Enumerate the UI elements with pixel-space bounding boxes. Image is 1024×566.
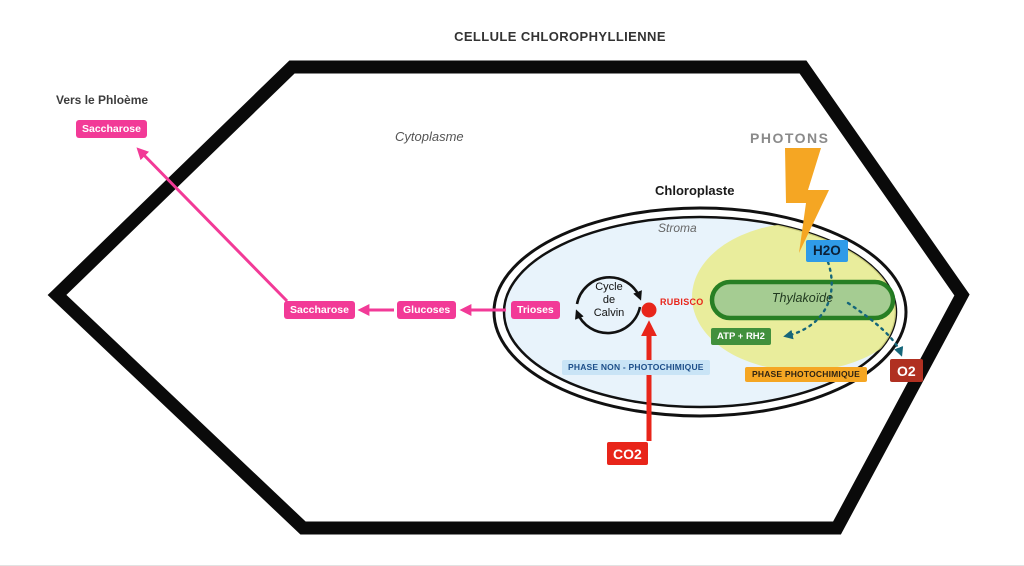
lightning-bolt-icon: [785, 148, 829, 253]
phase-non-photochimique-badge: PHASE NON - PHOTOCHIMIQUE: [562, 360, 710, 375]
cytoplasm-label: Cytoplasme: [395, 129, 464, 144]
calvin-cycle-arrow-bottom: [575, 306, 642, 335]
calvin-cycle-label: Cycle de Calvin: [593, 281, 625, 320]
arrow-thylakoid-to-atp: [783, 260, 833, 340]
rubisco-label: RUBISCO: [660, 297, 704, 307]
o2-badge: O2: [890, 359, 923, 382]
rubisco-dot: [641, 302, 657, 318]
cell-wall-hexagon: [47, 60, 970, 535]
saccharose-phloem-badge: Saccharose: [76, 120, 147, 138]
phase-photochimique-badge: PHASE PHOTOCHIMIQUE: [745, 367, 868, 382]
phloem-label: Vers le Phloème: [56, 93, 149, 107]
atp-rh2-badge: ATP + RH2: [711, 328, 771, 345]
chloroplast-label: Chloroplaste: [655, 183, 735, 198]
saccharose-badge: Saccharose: [284, 301, 355, 319]
trioses-badge: Trioses: [511, 301, 560, 319]
stroma-label: Stroma: [658, 221, 697, 235]
h2o-badge: H2O: [806, 240, 848, 262]
thylakoid-label: Thylakoïde: [771, 291, 834, 305]
arrow-saccharose-to-phloem: [136, 147, 289, 303]
arrow-thylakoid-to-o2: [846, 301, 904, 357]
page-title: CELLULE CHLOROPHYLLIENNE: [454, 29, 666, 44]
co2-badge: CO2: [607, 442, 648, 465]
thylakoid-shape: [709, 279, 896, 321]
glucoses-badge: Glucoses: [397, 301, 457, 319]
photons-label: PHOTONS: [750, 130, 830, 146]
calvin-cycle-arrow-top: [575, 276, 642, 305]
